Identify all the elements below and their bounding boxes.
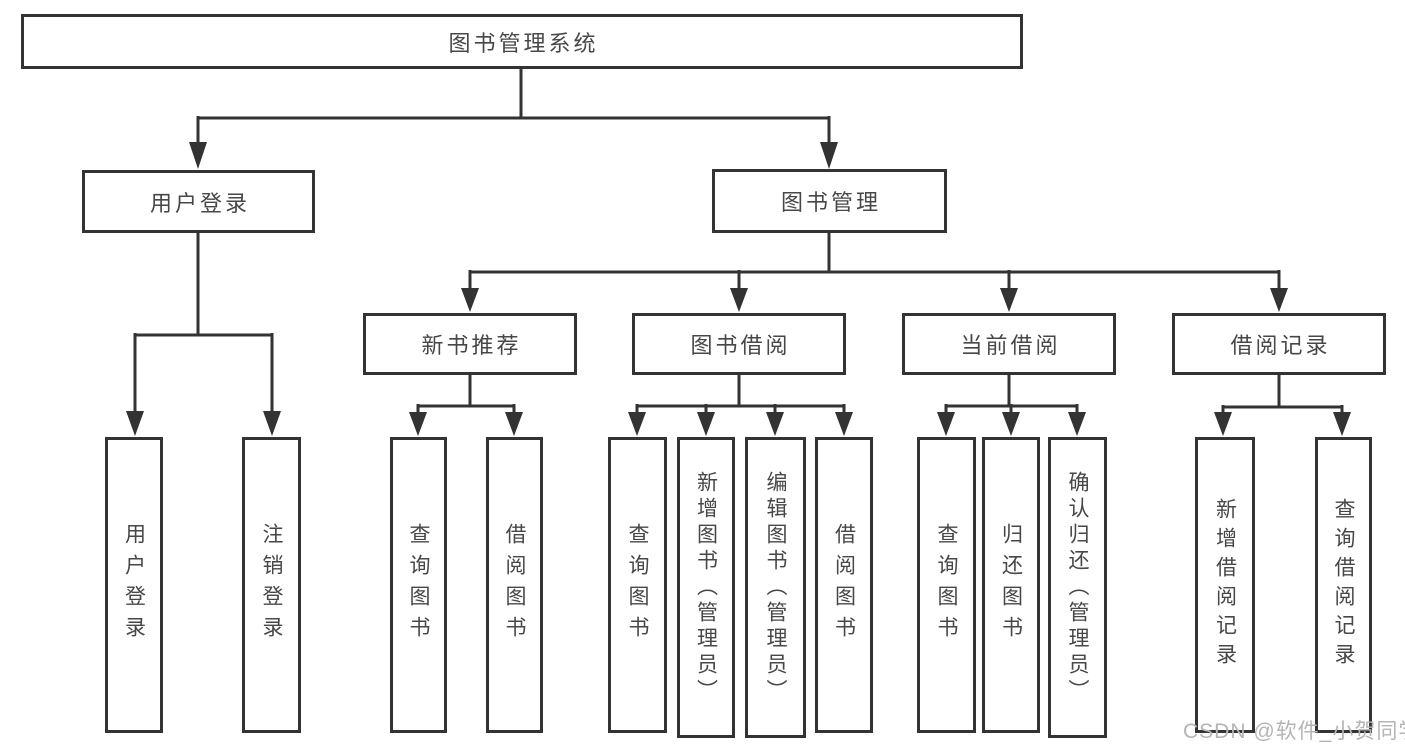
leaf-confirm-return-admin-label: 确认归还（管理员） xyxy=(1066,470,1089,705)
leaf-logout-label: 注销登录 xyxy=(260,523,283,647)
node-root-label: 图书管理系统 xyxy=(448,30,599,56)
connector-current-borrow-branch xyxy=(937,375,1086,436)
node-borrow-records-label: 借阅记录 xyxy=(1230,333,1331,358)
leaf-edit-books-admin: 编辑图书（管理员） xyxy=(745,437,806,738)
leaf-query-books-3-label: 查询图书 xyxy=(935,523,958,647)
leaf-add-borrow-record: 新增借阅记录 xyxy=(1195,437,1255,733)
connector-book-borrow-branch xyxy=(628,375,853,436)
leaf-query-borrow-record-label: 查询借阅记录 xyxy=(1332,498,1355,672)
leaf-query-books-2-label: 查询图书 xyxy=(626,523,649,647)
node-book-borrowing: 图书借阅 xyxy=(632,313,846,375)
leaf-logout: 注销登录 xyxy=(242,437,301,733)
node-new-book-recommend-label: 新书推荐 xyxy=(421,333,522,358)
leaf-query-borrow-record: 查询借阅记录 xyxy=(1315,437,1372,733)
node-new-book-recommend: 新书推荐 xyxy=(363,313,577,375)
node-book-management-label: 图书管理 xyxy=(780,190,881,215)
leaf-user-login: 用户登录 xyxy=(105,437,163,733)
leaf-borrow-books-1: 借阅图书 xyxy=(486,437,543,733)
leaf-query-books-1-label: 查询图书 xyxy=(407,523,430,647)
node-root: 图书管理系统 xyxy=(21,14,1023,69)
connector-root-to-level2 xyxy=(189,68,838,169)
leaf-query-books-3: 查询图书 xyxy=(917,437,976,733)
csdn-watermark: CSDN @软件_小贺同学 xyxy=(1183,720,1405,743)
connector-new-books-branch xyxy=(409,375,523,436)
node-book-management: 图书管理 xyxy=(712,169,947,233)
leaf-add-books-admin-label: 新增图书（管理员） xyxy=(694,470,718,705)
leaf-query-books-2: 查询图书 xyxy=(608,437,667,733)
connector-records-branch xyxy=(1214,375,1351,436)
node-current-borrowing: 当前借阅 xyxy=(902,313,1116,375)
node-user-login: 用户登录 xyxy=(82,170,315,233)
leaf-confirm-return-admin: 确认归还（管理员） xyxy=(1048,437,1107,738)
leaf-return-books-label: 归还图书 xyxy=(999,523,1023,647)
node-borrow-records: 借阅记录 xyxy=(1172,313,1386,375)
leaf-user-login-label: 用户登录 xyxy=(122,523,146,647)
leaf-borrow-books-1-label: 借阅图书 xyxy=(503,523,526,647)
node-current-borrowing-label: 当前借阅 xyxy=(960,333,1061,358)
connector-user-login-branch xyxy=(126,232,281,436)
leaf-query-books-1: 查询图书 xyxy=(390,437,447,733)
connector-book-mgmt-branch xyxy=(461,233,1288,312)
node-user-login-label: 用户登录 xyxy=(149,190,250,216)
leaf-borrow-books-2-label: 借阅图书 xyxy=(832,523,856,647)
leaf-add-books-admin: 新增图书（管理员） xyxy=(677,437,735,738)
leaf-return-books: 归还图书 xyxy=(982,437,1040,733)
leaf-add-borrow-record-label: 新增借阅记录 xyxy=(1213,498,1237,672)
node-book-borrowing-label: 图书借阅 xyxy=(690,333,791,358)
leaf-borrow-books-2: 借阅图书 xyxy=(815,437,873,733)
leaf-edit-books-admin-label: 编辑图书（管理员） xyxy=(764,470,787,705)
